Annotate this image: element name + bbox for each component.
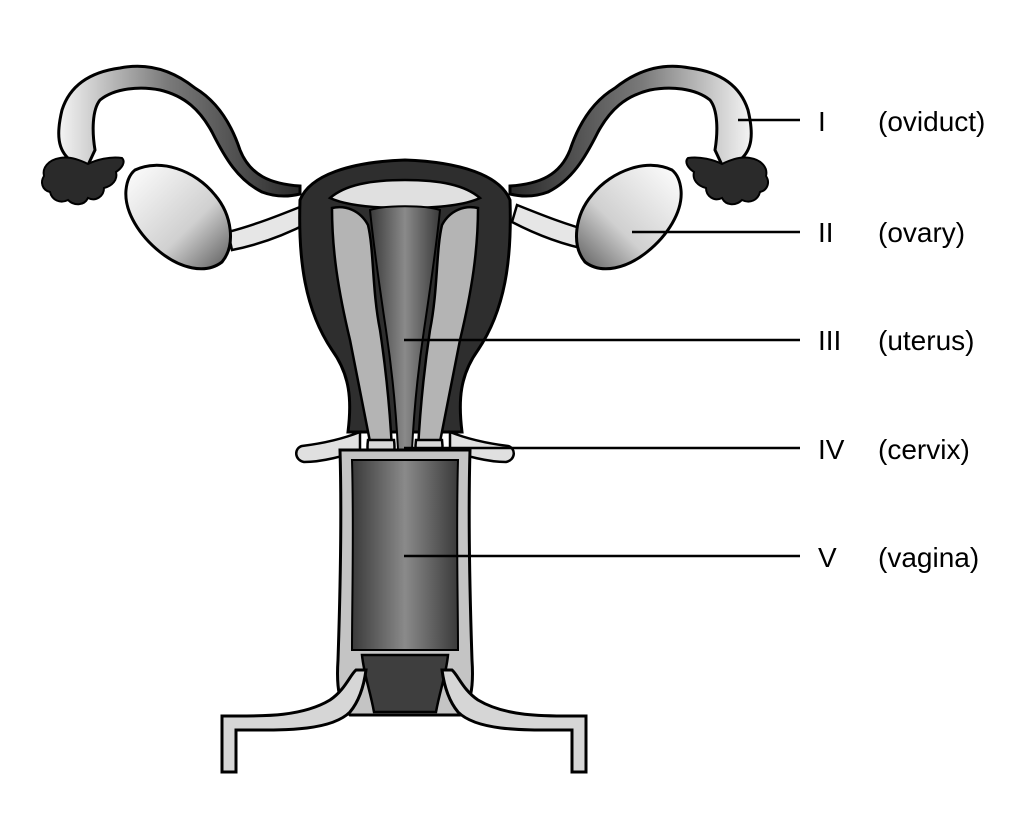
label-name-ovary: (ovary)	[878, 217, 966, 248]
label-name-uterus: (uterus)	[878, 325, 975, 356]
external-outline	[220, 668, 368, 774]
uterine-cavity	[368, 205, 442, 451]
uterus-fundus	[327, 178, 483, 210]
right-ovarian-ligament	[510, 203, 596, 252]
left-ovarian-ligament	[226, 203, 312, 252]
vaginal-opening	[360, 653, 450, 714]
label-numeral-oviduct: I	[818, 106, 826, 137]
external-outline-right	[440, 668, 588, 774]
endometrium-left	[330, 206, 394, 454]
label-name-oviduct: (oviduct)	[878, 106, 986, 137]
left-fimbriae	[41, 156, 125, 206]
label-name-vagina: (vagina)	[878, 542, 980, 573]
right-fimbriae	[685, 156, 769, 206]
label-numeral-ovary: II	[818, 217, 834, 248]
right-ovary	[575, 163, 683, 271]
label-name-cervix: (cervix)	[878, 434, 970, 465]
left-ovary	[124, 163, 232, 271]
label-numeral-cervix: IV	[818, 434, 845, 465]
label-numeral-uterus: III	[818, 325, 842, 356]
label-numeral-vagina: V	[818, 542, 837, 573]
endometrium-right	[416, 206, 480, 454]
